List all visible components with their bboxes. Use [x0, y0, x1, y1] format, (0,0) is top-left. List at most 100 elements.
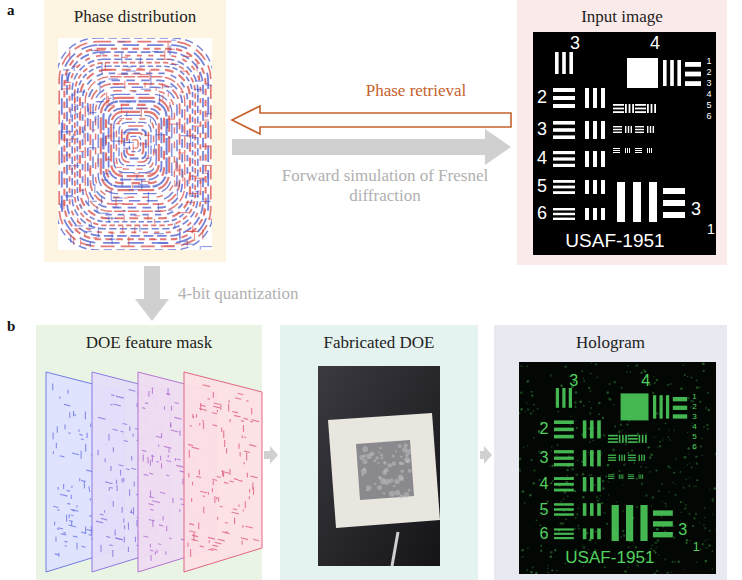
mask-feature	[221, 427, 222, 431]
speckle	[519, 470, 521, 472]
mask-feature	[156, 550, 157, 553]
mask-feature	[150, 544, 151, 547]
chart-bar	[553, 180, 575, 183]
phase-stroke	[159, 94, 160, 104]
speckle	[671, 561, 673, 563]
mask-feature	[244, 436, 246, 438]
speckle	[531, 395, 533, 397]
mask-feature	[212, 425, 217, 426]
speckle	[523, 446, 525, 448]
speckle	[649, 471, 651, 473]
speckle	[588, 452, 590, 454]
speckle	[684, 456, 687, 459]
phase-stroke	[140, 57, 141, 64]
phase-stroke	[112, 206, 119, 207]
phase-stroke	[88, 199, 89, 204]
mask-feature	[136, 520, 137, 527]
mask-feature	[243, 418, 248, 419]
phase-stroke	[170, 64, 179, 65]
phase-stroke	[92, 201, 97, 202]
chart-bar	[677, 60, 681, 86]
speckle	[685, 542, 687, 544]
phase-stroke	[126, 142, 134, 143]
mask-feature	[229, 400, 230, 403]
doe-texture	[369, 454, 371, 456]
speckle	[551, 465, 554, 468]
speckle	[588, 474, 590, 476]
chart-bar	[601, 88, 605, 108]
chart-bar	[640, 505, 647, 541]
speckle	[590, 539, 592, 541]
chart-bar	[635, 108, 646, 110]
mask-feature	[229, 481, 233, 482]
phase-stroke	[88, 107, 89, 115]
flow-arrow	[480, 446, 492, 464]
speckle	[656, 528, 659, 531]
mask-feature	[113, 429, 118, 430]
phase-stroke	[62, 155, 71, 156]
speckle	[598, 402, 601, 405]
panel-letter: a	[7, 2, 15, 19]
chart-group	[554, 388, 687, 541]
speckle	[603, 434, 606, 437]
speckle	[540, 545, 542, 547]
mask-feature	[222, 532, 230, 534]
panel-ground	[280, 325, 478, 580]
speckle	[690, 540, 691, 541]
speckle	[696, 386, 699, 389]
mask-feature	[143, 536, 148, 537]
mask-feature	[129, 389, 136, 391]
phase-stroke	[86, 231, 92, 232]
mask-feature	[131, 468, 136, 469]
speckle	[595, 531, 597, 533]
mask-feature	[134, 482, 135, 487]
speckle	[647, 446, 649, 448]
chart-bar	[554, 489, 574, 492]
mask-feature	[58, 528, 63, 529]
chart-bar	[608, 435, 618, 437]
chart-bar	[553, 128, 575, 132]
speckle	[523, 556, 524, 557]
chart-bar	[670, 60, 674, 86]
speckle	[662, 501, 663, 502]
speckle	[707, 392, 709, 394]
mask-feature	[216, 497, 217, 500]
edge-label: Forward simulation of Fresnel diffractio…	[270, 166, 500, 206]
chart-label: 3	[570, 34, 580, 54]
phase-stroke	[145, 173, 154, 174]
phase-stroke	[116, 167, 122, 168]
mask-feature	[110, 466, 111, 471]
phase-ring	[59, 42, 211, 247]
phase-stroke	[126, 70, 136, 71]
phase-stroke	[148, 192, 149, 203]
chart-bar	[627, 148, 628, 153]
chart-bar	[608, 438, 618, 440]
phase-stroke	[62, 120, 63, 130]
speckle	[574, 490, 576, 492]
speckle	[607, 391, 608, 392]
speckle	[556, 570, 557, 571]
phase-stroke	[196, 63, 197, 71]
mask-feature	[174, 417, 181, 419]
mask-feature	[105, 458, 106, 462]
phase-ring	[67, 52, 203, 236]
mask-feature	[192, 414, 193, 418]
speckle	[609, 383, 611, 385]
chart-bar	[628, 455, 636, 456]
speckle	[613, 404, 615, 406]
speckle	[536, 572, 538, 574]
phase-stroke	[167, 120, 168, 129]
speckle	[582, 544, 583, 545]
phase-stroke	[95, 116, 96, 120]
phase-stroke	[129, 189, 139, 190]
mask-feature	[81, 546, 85, 548]
speckle	[683, 365, 684, 366]
phase-ring	[103, 101, 166, 186]
phase-stroke	[64, 134, 65, 143]
chart-bar	[647, 126, 648, 133]
speckle	[532, 566, 534, 568]
phase-stroke	[207, 173, 208, 178]
speckle	[677, 560, 679, 562]
speckle	[529, 494, 532, 497]
speckle	[598, 413, 600, 415]
